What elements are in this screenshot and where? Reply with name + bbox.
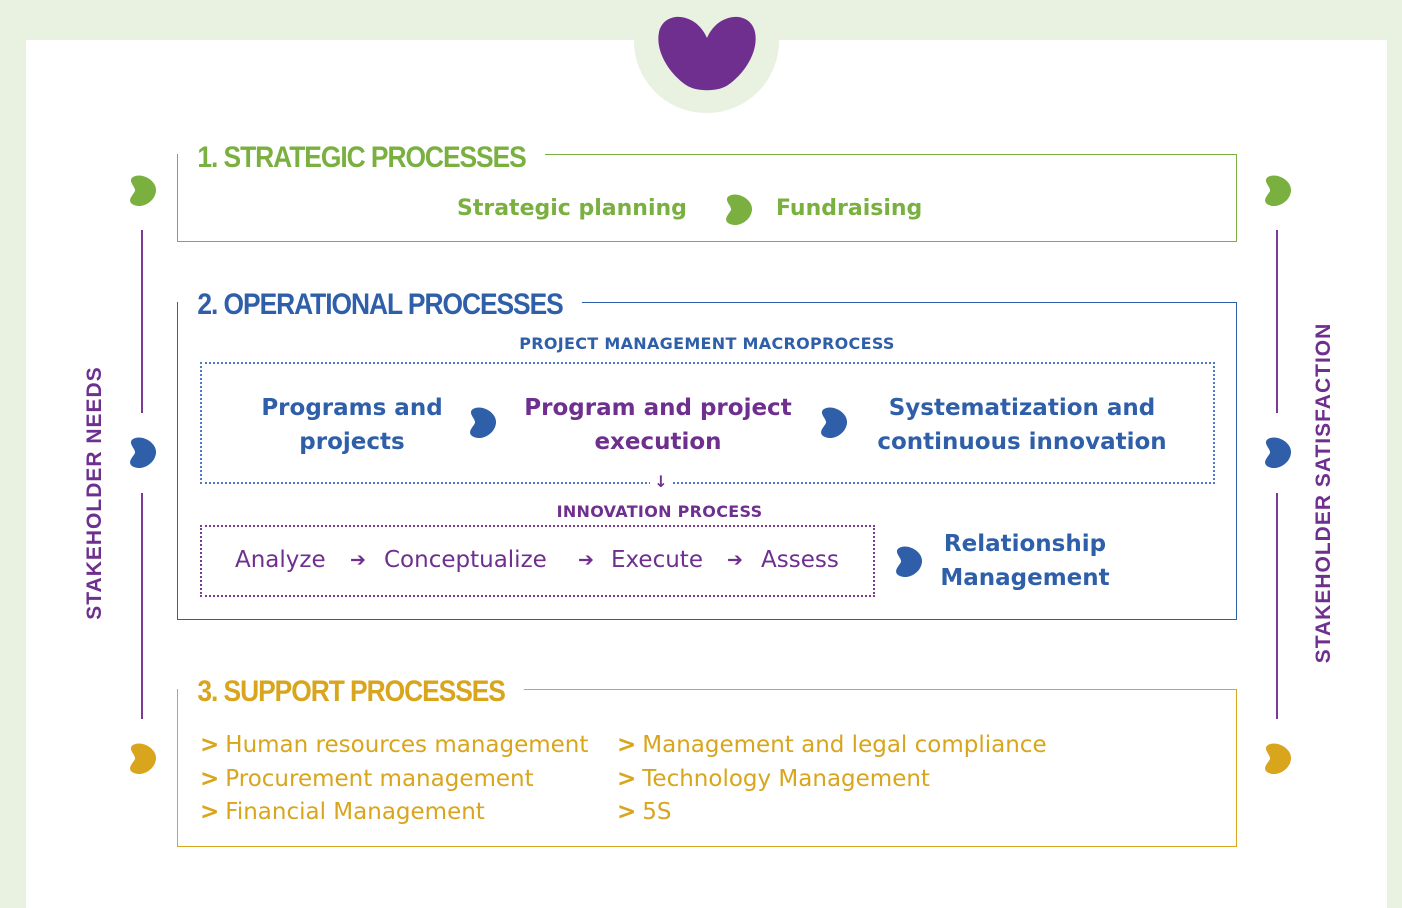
- chevron-right-icon: >: [617, 765, 637, 792]
- blue-bean-icon: [821, 407, 848, 439]
- strategic-processes-box: [177, 154, 1237, 242]
- chevron-right-icon: >: [200, 799, 220, 825]
- step-line: projects: [299, 429, 405, 455]
- diagram-card: [26, 40, 1387, 908]
- programs-and-projects-step: Programs and projects: [232, 391, 472, 459]
- support-item: >Technology Management: [617, 763, 1047, 797]
- gold-bean-icon: [130, 743, 157, 775]
- blue-bean-icon: [130, 437, 157, 469]
- support-item: >5S: [617, 796, 1047, 830]
- right-arrow-icon: ➔: [350, 549, 366, 571]
- green-bean-icon: [1265, 175, 1292, 207]
- chevron-right-icon: >: [200, 732, 220, 758]
- innovation-step-analyze: Analyze: [235, 547, 326, 573]
- fundraising-label: Fundraising: [776, 196, 923, 221]
- support-item: >Management and legal compliance: [617, 729, 1047, 763]
- step-line: execution: [594, 429, 722, 455]
- innovation-step-assess: Assess: [761, 547, 839, 573]
- support-item-label: Technology Management: [642, 765, 930, 792]
- support-item-label: Human resources management: [225, 732, 589, 758]
- step-line: Program and project: [524, 395, 792, 421]
- stakeholder-needs-label: STAKEHOLDER NEEDS: [83, 366, 106, 620]
- step-line: Programs and: [261, 395, 443, 421]
- chevron-right-icon: >: [617, 732, 637, 758]
- support-processes-box: [177, 689, 1237, 847]
- strategic-processes-title: 1. STRATEGIC PROCESSES: [178, 140, 546, 176]
- left-connector-line: [141, 493, 143, 719]
- step-line: Systematization and: [888, 395, 1156, 421]
- program-and-project-execution-step: Program and project execution: [508, 391, 808, 459]
- right-arrow-icon: ➔: [578, 549, 594, 571]
- down-arrow-icon: ↓: [650, 474, 672, 490]
- support-item-label: Financial Management: [225, 799, 485, 825]
- right-connector-line: [1276, 493, 1278, 719]
- innovation-step-conceptualize: Conceptualize: [384, 547, 547, 573]
- support-processes-title: 3. SUPPORT PROCESSES: [178, 674, 525, 710]
- project-management-macroprocess-label: PROJECT MANAGEMENT MACROPROCESS: [519, 334, 895, 353]
- blue-bean-icon: [1265, 437, 1292, 469]
- left-connector-line: [141, 230, 143, 413]
- support-item: >Human resources management: [200, 729, 588, 763]
- blue-bean-icon: [896, 546, 923, 578]
- macroprocess-dotted-box: [200, 362, 1215, 484]
- operational-processes-box: [177, 302, 1237, 620]
- step-line: Management: [940, 565, 1110, 591]
- relationship-management-step: Relationship Management: [925, 527, 1125, 595]
- green-bean-icon: [726, 194, 753, 226]
- innovation-dotted-box: [200, 525, 875, 597]
- support-column-2: >Management and legal compliance >Techno…: [617, 729, 1047, 830]
- innovation-step-execute: Execute: [611, 547, 703, 573]
- step-line: Relationship: [943, 531, 1107, 557]
- heart-logo-icon: [658, 16, 756, 91]
- support-item: >Financial Management: [200, 796, 588, 830]
- green-bean-icon: [130, 175, 157, 207]
- strategic-planning-label: Strategic planning: [457, 196, 687, 221]
- operational-processes-title: 2. OPERATIONAL PROCESSES: [178, 287, 583, 323]
- blue-bean-icon: [470, 407, 497, 439]
- step-line: continuous innovation: [877, 429, 1167, 455]
- support-item-label: Procurement management: [225, 765, 534, 792]
- gold-bean-icon: [1265, 743, 1292, 775]
- support-item: >Procurement management: [200, 763, 588, 797]
- chevron-right-icon: >: [617, 799, 637, 825]
- right-connector-line: [1276, 230, 1278, 413]
- support-column-1: >Human resources management >Procurement…: [200, 729, 588, 830]
- right-arrow-icon: ➔: [727, 549, 743, 571]
- stakeholder-satisfaction-label: STAKEHOLDER SATISFACTION: [1312, 322, 1335, 664]
- innovation-process-label: INNOVATION PROCESS: [556, 502, 763, 521]
- systematization-step: Systematization and continuous innovatio…: [862, 391, 1182, 459]
- support-item-label: 5S: [642, 799, 672, 825]
- support-item-label: Management and legal compliance: [642, 732, 1047, 758]
- chevron-right-icon: >: [200, 765, 220, 792]
